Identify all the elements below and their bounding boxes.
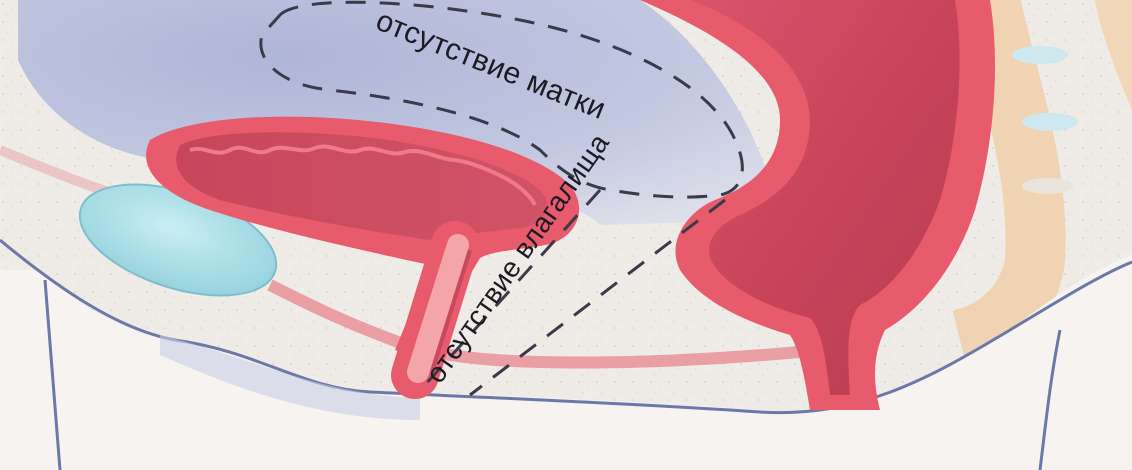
vertebral-disc	[1022, 113, 1078, 131]
vertebral-disc	[1012, 46, 1068, 64]
vertebral-disc	[1022, 178, 1074, 194]
